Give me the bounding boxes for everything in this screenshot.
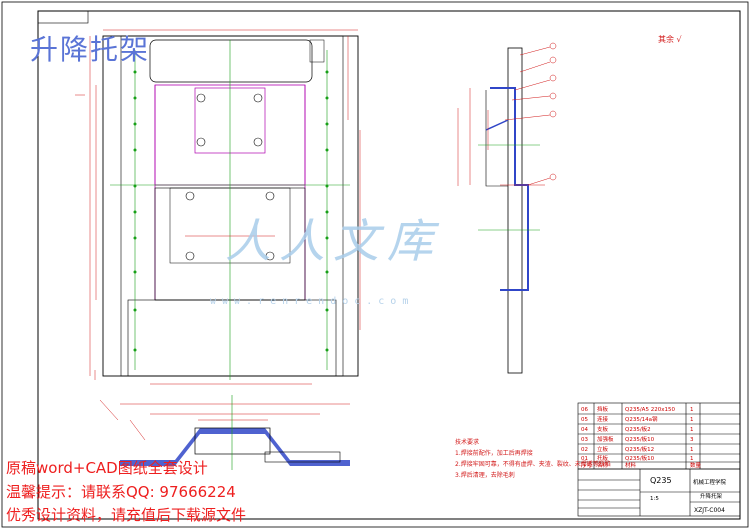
bom-cell-spec: Q235/板2 [625,425,651,433]
bom-cell-qty: 1 [690,456,694,462]
bom-cell-name: 连接 [597,415,609,423]
bom-header-qty: 数量 [690,461,702,469]
bom-cell-spec: Q235/板10 [625,435,655,443]
promo-line: 优秀设计资料，请充值后下载源文件 [6,506,247,524]
title-block-text: Q235 机械工程学院 升降托架 XZJT-C004 1:5 [650,476,727,514]
inner-border [37,10,741,520]
bom-header-name: 名称 [597,461,609,469]
material-text: Q235 [650,476,672,485]
bom-cell-name: 立板 [597,445,609,453]
bom-cell-spec: Q235/板10 [625,454,655,462]
bom-cell-no: 04 [581,427,588,433]
title-block [577,468,741,517]
technical-requirements: 技术要求 1.焊接前配作，加工后再焊接 2.焊接牢固可靠，不得有虚焊、夹渣、裂纹… [455,437,611,481]
bom-cell-name: 挡板 [597,405,609,413]
drawing-number-text: XZJT-C004 [694,507,725,514]
part-name-text: 升降托架 [700,492,723,500]
roughness-note: 其余 √ [658,35,682,44]
promo-line: 原稿word+CAD图纸全套设计 [6,459,208,477]
bom-cell-qty: 1 [690,417,694,423]
bom-cell-no: 03 [581,437,588,443]
bom-cell-spec: Q235/14a钢 [625,415,658,423]
bom-cell-qty: 1 [690,427,694,433]
tech-req-heading: 技术要求 [455,439,480,446]
tech-req-item: 3.焊后清理，去除毛刺 [455,472,515,479]
promo-line: 温馨提示：请联系QQ: 97666224 [6,483,236,501]
bom-cell-qty: 3 [690,437,694,443]
bom-cell-no: 05 [581,417,588,423]
side-view [457,42,557,374]
tech-req-item: 1.焊接前配作，加工后再焊接 [455,450,533,457]
drawing-title: 升降托架 [30,33,151,66]
bom-cell-qty: 1 [690,447,694,453]
front-view [75,29,361,385]
bom-header-spec: 材料 [625,461,637,469]
bom-cell-qty: 1 [690,407,694,413]
corner-label-box [37,10,89,24]
bom-text: 06 挡板 Q235/A5 220x150 1 05 连接 Q235/14a钢 1 04 支板 Q2… [581,405,702,469]
bom-cell-name: 托板 [597,454,609,462]
bom-cell-spec: Q235/A5 220x150 [625,407,675,413]
watermark-text: 人人文库 [225,214,441,268]
tech-req-item: 2.焊接牢固可靠，不得有虚焊、夹渣、裂纹、未焊透等缺陷 [455,461,611,468]
bom-cell-no: 06 [581,407,588,413]
bom-cell-spec: Q235/板12 [625,445,654,453]
bom-header-no: 序号 [581,461,593,469]
section-view [99,395,350,470]
bom-cell-name: 加强板 [597,435,614,443]
bom-cell-name: 支板 [597,425,609,433]
watermark-url: www.renrendoc.com [210,296,415,307]
company-text: 机械工程学院 [693,478,727,486]
bom-cell-no: 01 [581,456,588,462]
bom-cell-no: 02 [581,447,588,453]
scale-text: 1:5 [650,496,659,502]
